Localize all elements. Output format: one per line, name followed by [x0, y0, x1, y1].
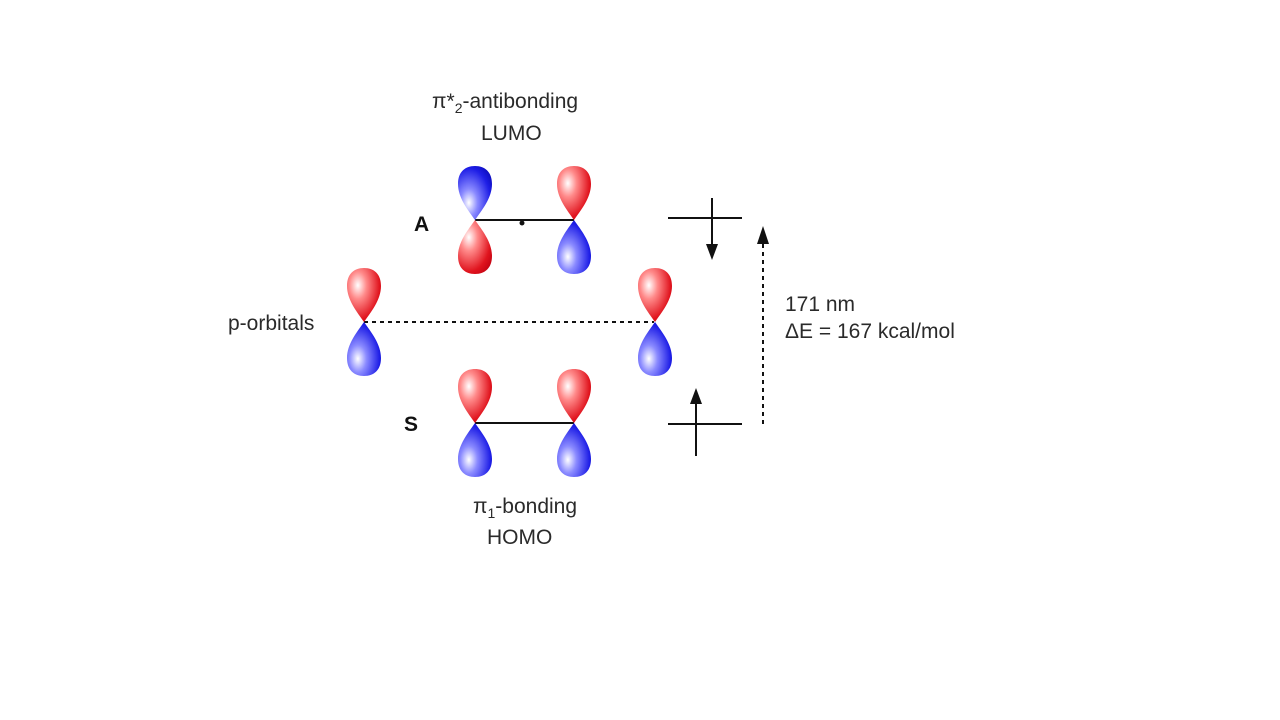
lumo-node-dot	[519, 220, 525, 226]
p-orbital-lobe-icon	[557, 166, 591, 220]
p-orbital-lobe-icon	[557, 423, 591, 477]
p-orbital-lobe-icon	[458, 369, 492, 423]
transition-wavelength: 171 nm	[785, 293, 855, 316]
p-orbital-lobe-icon	[557, 220, 591, 274]
lumo-symmetry-label: A	[414, 213, 429, 236]
transition-energy: ΔE = 167 kcal/mol	[785, 320, 955, 343]
lumo-title: π*2-antibonding	[432, 90, 578, 116]
homo-name: HOMO	[487, 526, 552, 549]
homo-energy-level	[668, 388, 742, 456]
right-p-orbital	[638, 268, 672, 376]
p-orbital-lobe-icon	[638, 268, 672, 322]
electron-spin-up-icon	[690, 388, 702, 456]
p-orbital-lobe-icon	[638, 322, 672, 376]
electron-spin-down-icon	[706, 198, 718, 260]
lumo-energy-level	[668, 198, 742, 260]
p-orbital-lobe-icon	[458, 423, 492, 477]
p-orbital-lobe-icon	[347, 322, 381, 376]
homo-symmetry-label: S	[404, 413, 418, 436]
p-orbital-lobe-icon	[557, 369, 591, 423]
p-orbital-lobe-icon	[347, 268, 381, 322]
p-orbital-lobe-icon	[458, 166, 492, 220]
excitation-arrow	[757, 226, 769, 424]
lumo-name: LUMO	[481, 122, 542, 145]
p-orbital-lobe-icon	[458, 220, 492, 274]
homo-title: π1-bonding	[473, 495, 577, 521]
p-orbitals-label: p-orbitals	[228, 312, 314, 335]
